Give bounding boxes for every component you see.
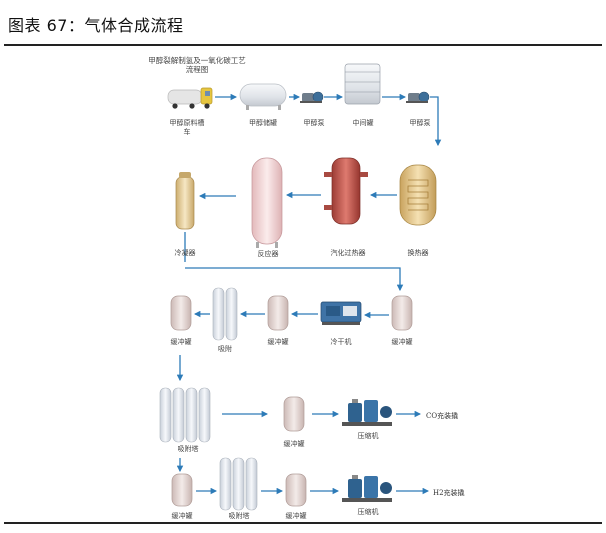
label-tanker-line2: 车 (184, 127, 191, 136)
label-pump-1: 甲醇泵 (304, 118, 325, 127)
vaporizer-superheater (324, 157, 368, 225)
methanol-pump-1 (300, 91, 324, 103)
label-compressor-2: 压缩机 (358, 507, 379, 516)
superheater-exchanger (399, 164, 437, 226)
tanker-truck (167, 87, 213, 109)
chiller-dryer (320, 301, 362, 325)
label-adsorber-large: 吸附塔 (178, 444, 199, 453)
label-buffer-2: 缓冲罐 (268, 337, 289, 346)
compressor-2 (342, 475, 392, 502)
buffer-tank-3 (170, 295, 192, 331)
reactor-vessel (251, 157, 283, 248)
methanol-pump-2 (406, 91, 430, 103)
adsorber-pair-small (212, 287, 238, 341)
label-vaporizer: 汽化过热器 (331, 248, 366, 257)
label-intermediate-tank: 中间罐 (353, 118, 374, 127)
condenser-column (175, 172, 195, 230)
label-buffer-5: 缓冲罐 (172, 511, 193, 520)
label-chiller: 冷干机 (331, 337, 352, 346)
compressor-1 (342, 399, 392, 426)
buffer-tank-5 (171, 473, 193, 507)
label-storage-tank: 甲醇储罐 (249, 118, 277, 127)
buffer-tank-1 (391, 295, 413, 331)
bottom-rule (4, 522, 602, 524)
buffer-tank-2 (267, 295, 289, 331)
diagram-title-line1: 甲醇裂解制氢及一氧化碳工艺 (148, 55, 246, 65)
methanol-storage-tank (239, 83, 287, 110)
label-buffer-1: 缓冲罐 (392, 337, 413, 346)
dest-co: CO充装撬 (426, 411, 458, 420)
intermediate-tank (344, 63, 381, 105)
top-rule (4, 44, 602, 46)
label-adsorber-small: 吸附 (218, 344, 232, 353)
label-pump-2: 甲醇泵 (410, 118, 431, 127)
label-adsorber-bottom: 吸附塔 (229, 511, 250, 520)
label-condenser: 冷凝器 (175, 248, 196, 257)
label-buffer-4: 缓冲罐 (284, 439, 305, 448)
adsorber-bank-large (159, 387, 211, 443)
adsorber-bank-bottom (219, 457, 258, 511)
label-tanker: 甲醇原料槽 (170, 118, 205, 127)
label-buffer-6: 缓冲罐 (286, 511, 307, 520)
buffer-tank-6 (285, 473, 307, 507)
label-superheater: 换热器 (408, 248, 429, 257)
diagram-title-line2: 流程图 (186, 64, 209, 74)
label-buffer-3: 缓冲罐 (171, 337, 192, 346)
label-compressor-1: 压缩机 (358, 431, 379, 440)
figure-caption: 图表 67：气体合成流程 (8, 16, 184, 35)
label-reactor: 反应器 (258, 249, 279, 258)
dest-h2: H2充装撬 (433, 488, 465, 497)
buffer-tank-4 (283, 396, 305, 432)
